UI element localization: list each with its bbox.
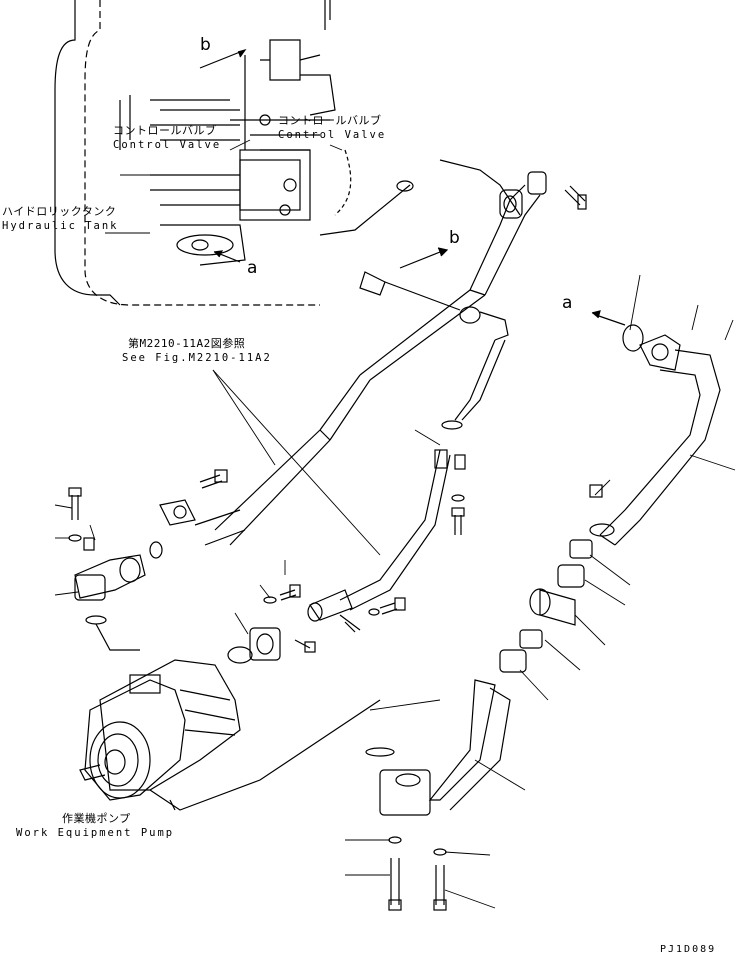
control-valve-right-label-jp: コントロールバルブ bbox=[278, 114, 382, 127]
left-elbow bbox=[74, 499, 196, 651]
middle-flange bbox=[227, 627, 316, 664]
control-valve-left-label-jp: コントロールバルブ bbox=[113, 124, 217, 137]
hose-lower bbox=[307, 449, 466, 633]
control-valve bbox=[119, 39, 336, 266]
hydraulic-tank-label-en: Hydraulic Tank bbox=[2, 220, 119, 232]
hydraulic-tank-label-jp: ハイドロリックタンク bbox=[2, 205, 117, 218]
bolts-left bbox=[68, 469, 465, 616]
drawing-code: PJ1D089 bbox=[660, 944, 717, 955]
control-valve-left-label-en: Control Valve bbox=[113, 139, 222, 151]
upper-hose-flange bbox=[359, 171, 587, 430]
reference-arrows-top bbox=[199, 48, 626, 326]
see-fig-label-jp: 第M2210-11A2図参照 bbox=[128, 337, 246, 350]
hose-upper bbox=[194, 159, 541, 546]
suction-pipe-right bbox=[365, 324, 721, 816]
pump-label-en: Work Equipment Pump bbox=[16, 827, 175, 839]
see-fig-label-en: See Fig.M2210-11A2 bbox=[122, 352, 272, 364]
pump-label-jp: 作業機ポンプ bbox=[62, 812, 131, 825]
work-equipment-pump bbox=[79, 659, 381, 811]
bottom-bolts bbox=[388, 836, 447, 911]
reference-a-top: a bbox=[247, 258, 258, 278]
reference-a-right: a bbox=[562, 293, 573, 313]
control-valve-right-label-en: Control Valve bbox=[278, 129, 387, 141]
reference-b-mid: b bbox=[449, 228, 460, 248]
hydraulic-tank bbox=[54, 0, 352, 306]
reference-b-top: b bbox=[200, 35, 211, 55]
leader-lines bbox=[54, 139, 736, 909]
